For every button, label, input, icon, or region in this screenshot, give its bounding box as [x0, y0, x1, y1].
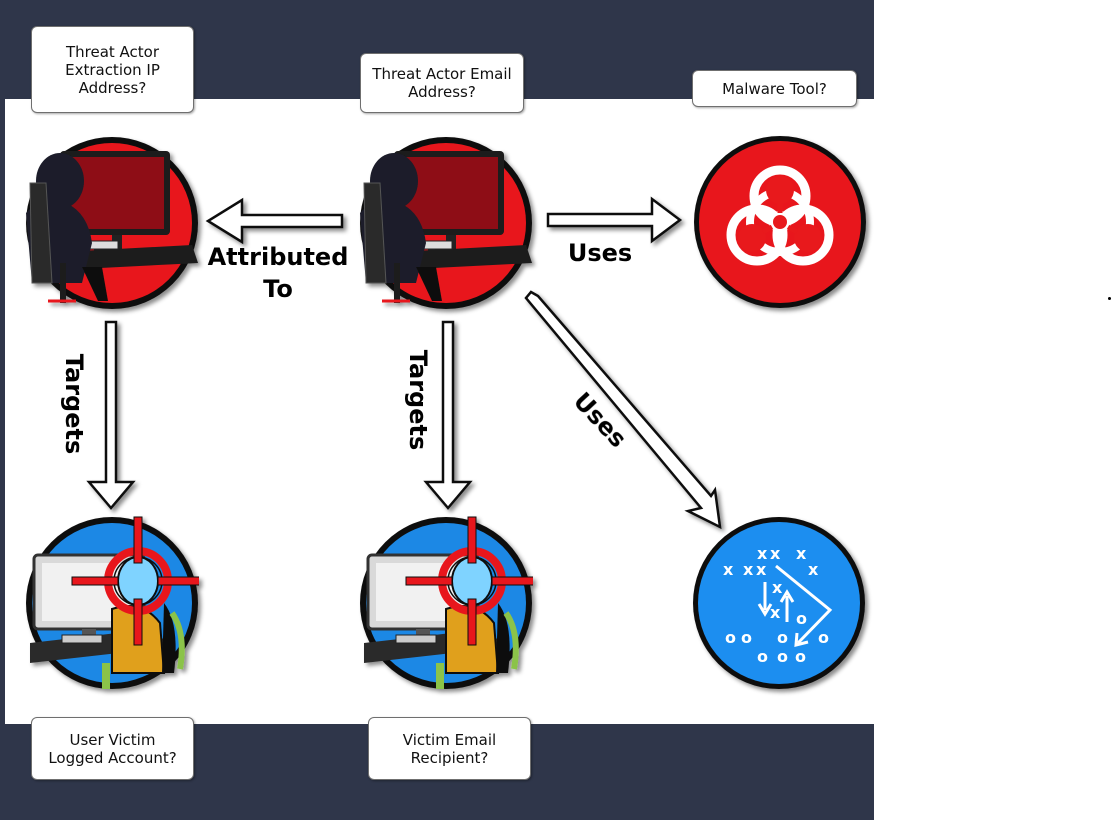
- malware-label: Malware Tool?: [692, 70, 857, 107]
- play-o-mark: o: [757, 647, 768, 666]
- biohazard-icon: [726, 165, 834, 266]
- uses-tactic-arrow: [524, 290, 722, 530]
- targets-left-arrow: [86, 320, 136, 510]
- play-o-mark: o: [795, 647, 806, 666]
- play-o-mark: o: [777, 628, 788, 647]
- play-o-mark: o: [741, 628, 752, 647]
- uses-malware-label: Uses: [567, 239, 633, 267]
- playbook-diagram-icon: x x x x x x x x x o o o o o o o o: [723, 544, 833, 666]
- play-x-mark: x: [796, 544, 807, 563]
- uses-malware-arrow: [546, 196, 683, 244]
- targets-center-label: Targets: [404, 349, 432, 451]
- victim-email-label: Victim Email Recipient?: [368, 717, 531, 780]
- actor-email-label: Threat Actor Email Address?: [360, 53, 524, 113]
- play-x-mark: x: [743, 560, 754, 579]
- targets-left-label: Targets: [60, 353, 88, 455]
- targets-center-arrow: [423, 320, 473, 510]
- actor-ip-label: Threat Actor Extraction IP Address?: [31, 26, 194, 113]
- actor-ip-node: [25, 136, 199, 310]
- victim-email-node: [360, 517, 538, 689]
- tactic-node: [693, 517, 865, 689]
- attributed-to-label: Attributed To: [207, 243, 349, 303]
- play-x-mark: x: [770, 603, 781, 622]
- play-o-mark: o: [725, 628, 736, 647]
- arrows: [86, 196, 722, 530]
- attributed-arrow: [205, 197, 344, 245]
- play-o-mark: o: [777, 647, 788, 666]
- play-o-mark: o: [796, 609, 807, 628]
- play-x-mark: x: [772, 578, 783, 597]
- victim-account-label: User Victim Logged Account?: [31, 717, 194, 780]
- play-x-mark: x: [756, 560, 767, 579]
- victim-account-node: [26, 517, 204, 689]
- play-x-mark: x: [770, 544, 781, 563]
- relationship-diagram: x x x x x x x x x o o o o o o o o: [25, 136, 866, 820]
- play-x-mark: x: [723, 560, 734, 579]
- actor-email-node: [359, 136, 533, 310]
- play-x-mark: x: [757, 544, 768, 563]
- stray-dot: [1108, 297, 1111, 300]
- play-o-mark: o: [818, 628, 829, 647]
- play-x-mark: x: [808, 560, 819, 579]
